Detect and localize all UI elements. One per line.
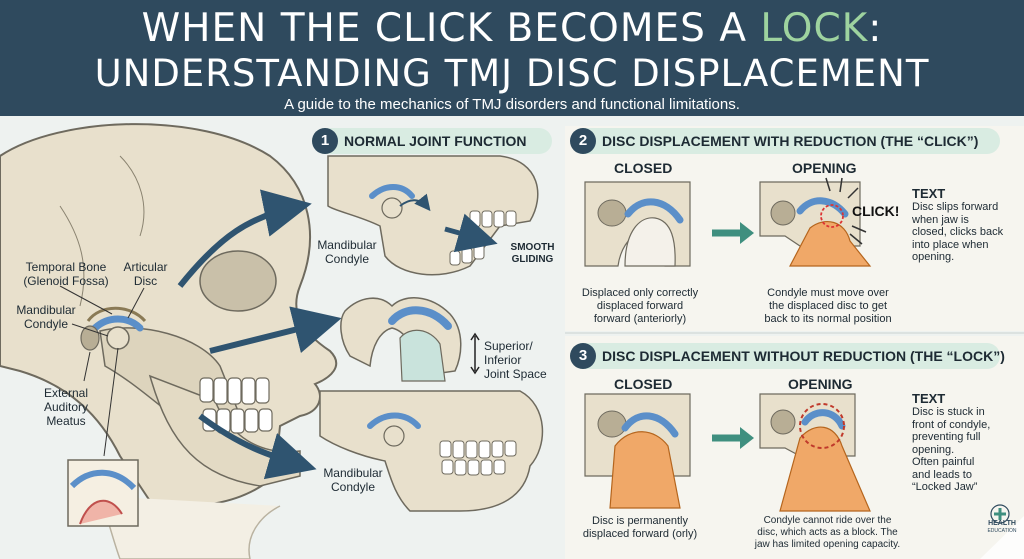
logo-line2: EDUCATION — [987, 528, 1017, 534]
section2-text-body: Disc slips forward when jaw is closed, c… — [912, 201, 1004, 263]
arrow-to-joint-detail — [209, 306, 342, 354]
label-joint-space: Superior/ Inferior Joint Space — [484, 339, 547, 381]
page-title-line1: When the Click Becomes a Lock: — [0, 6, 1024, 51]
section2-header — [570, 128, 1000, 154]
section3-opening-heading: OPENING — [788, 376, 853, 392]
section3-closed-heading: CLOSED — [614, 376, 673, 392]
title-text: When the Click Becomes a — [141, 6, 747, 51]
page-subtitle: A guide to the mechanics of TMJ disorder… — [284, 96, 740, 113]
lock-opening-illustration — [759, 393, 871, 512]
label-smooth-gliding: SMOOTH GLIDING — [510, 242, 555, 265]
label-temporal-bone: Temporal Bone (Glenoid Fossa) — [23, 260, 109, 288]
section3-header — [570, 343, 1000, 369]
skull-illustration — [0, 123, 338, 559]
label-articular-disc: Articular Disc — [123, 260, 168, 288]
title-accent-word: Lock — [760, 6, 869, 51]
health-education-logo-icon — [990, 504, 1010, 524]
health-education-logo: HEALTH EDUCATION — [982, 520, 1022, 534]
section3-text-heading: TEXT — [912, 391, 946, 406]
arrow-to-panel1 — [177, 189, 312, 288]
section1-header — [312, 128, 552, 154]
section2-title: DISC DISPLACEMENT WITH REDUCTION (THE “C… — [602, 133, 979, 149]
label-condyle-bottom: Mandibular Condyle — [323, 466, 383, 494]
section2-caption-closed: Displaced only correctly displaced forwa… — [581, 287, 699, 325]
click-label: CLICK! — [852, 203, 900, 219]
label-condyle-top: Mandibular Condyle — [317, 238, 377, 266]
title-colon: : — [868, 6, 883, 51]
joint-space-detail — [340, 297, 480, 382]
section3-caption-opening: Condyle cannot ride over the disc, which… — [754, 515, 901, 550]
section2-number: 2 — [570, 128, 596, 154]
page-title-line2: Understanding TMJ Disc Displacement — [94, 52, 930, 95]
section3-title: DISC DISPLACEMENT WITHOUT REDUCTION (THE… — [602, 348, 1005, 364]
lock-closed-illustration — [584, 393, 691, 509]
header-banner: When the Click Becomes a Lock: Understan… — [0, 0, 1024, 116]
logo-line1: HEALTH — [988, 520, 1016, 527]
section3-number: 3 — [570, 343, 596, 369]
click-opening-illustration — [759, 177, 872, 267]
section2-caption-opening: Condyle must move over the displaced dis… — [764, 287, 892, 325]
section1-number: 1 — [312, 128, 338, 154]
illustration — [0, 123, 1024, 559]
arrow-to-panel1-bottom — [198, 413, 317, 480]
section2-closed-heading: CLOSED — [614, 160, 673, 176]
section3-text-body: Disc is stuck in front of condyle, preve… — [912, 406, 991, 493]
section2-text-heading: TEXT — [912, 186, 946, 201]
label-mandibular-condyle: Mandibular Condyle — [16, 303, 76, 331]
normal-open-jaw-illustration — [327, 155, 539, 276]
label-external-auditory-meatus: External Auditory Meatus — [43, 386, 89, 428]
normal-closed-jaw-illustration — [319, 390, 544, 512]
section3-caption-closed: Disc is permanently displaced forward (o… — [582, 515, 698, 540]
click-closed-illustration — [584, 181, 691, 267]
section2-opening-heading: OPENING — [792, 160, 857, 176]
section1-title: NORMAL JOINT FUNCTION — [344, 133, 527, 149]
